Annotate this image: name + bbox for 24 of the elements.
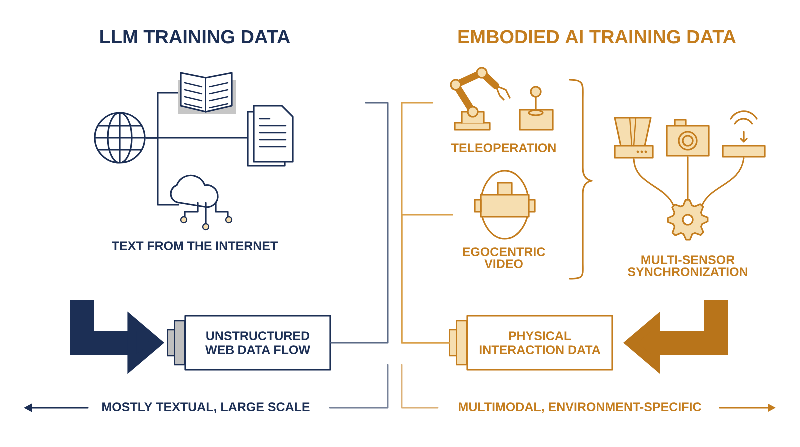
connector-line [633, 158, 674, 206]
heading: LLM TRAINING DATA [97, 28, 293, 46]
globe-icon [94, 112, 146, 164]
data-box: UNSTRUCTURED WEB DATA FLOW [184, 315, 332, 371]
document-icon [247, 105, 294, 167]
caption-text: MULTI-SENSOR SYNCHRONIZATION [628, 256, 748, 276]
gear-icon [667, 199, 709, 241]
camera-icon [666, 119, 710, 157]
heading: EMBODIED AI TRAINING DATA [456, 28, 739, 46]
connector-line [702, 157, 745, 206]
footer-text: MOSTLY TEXTUAL, LARGE SCALE [100, 400, 312, 416]
caption-text: EGOCENTRIC VIDEO [463, 248, 546, 268]
caption-text: TEXT FROM THE INTERNET [112, 242, 278, 250]
book-icon [178, 72, 236, 114]
connector-line [687, 156, 689, 201]
connector-line [401, 214, 454, 344]
lidar-icon [614, 117, 654, 159]
data-box: PHYSICAL INTERACTION DATA [466, 315, 614, 371]
connector-line [145, 137, 180, 206]
caption-text: TELEOPERATION [451, 144, 556, 152]
footer-text: MULTIMODAL, ENVIRONMENT-SPECIFIC [456, 400, 704, 416]
connector-line [330, 102, 389, 344]
wireless-sensor-icon [722, 110, 766, 158]
cloud-icon [170, 174, 233, 231]
